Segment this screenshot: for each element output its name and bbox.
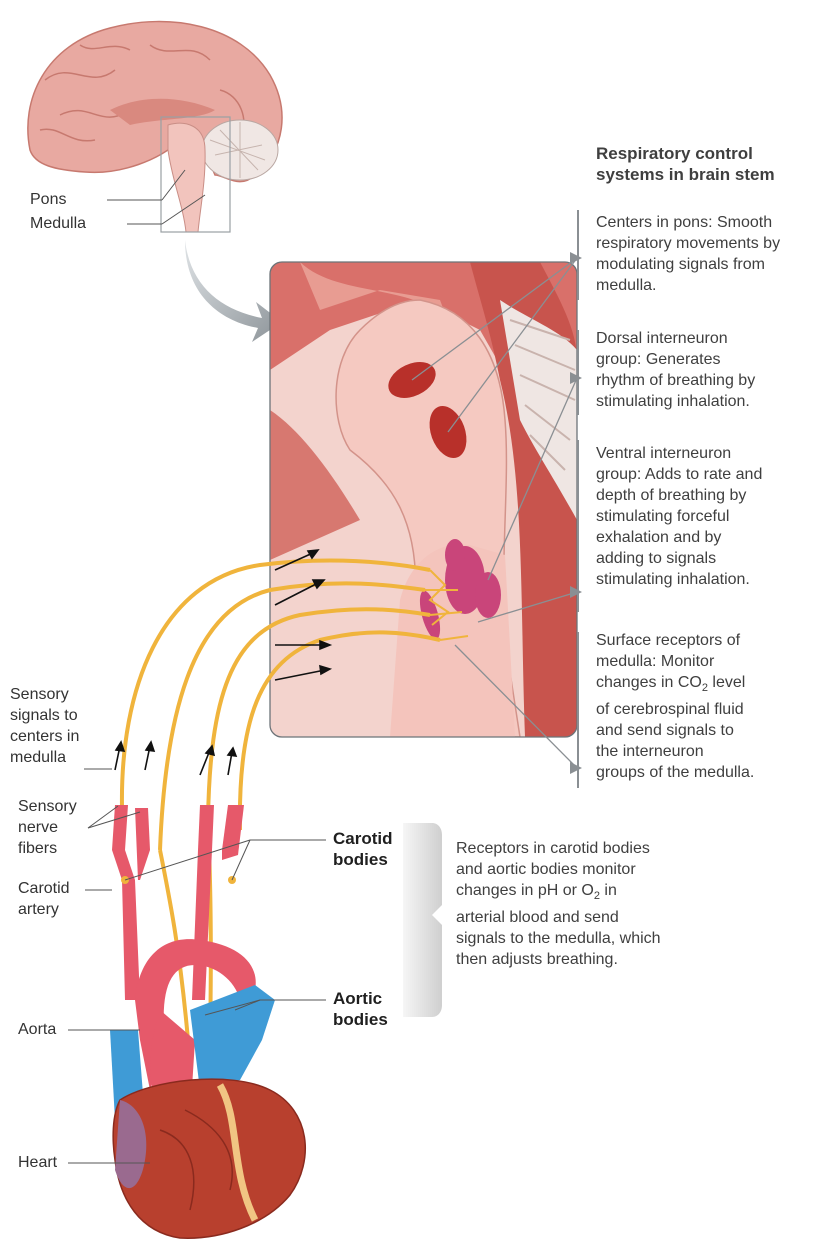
pons-centers-text: Centers in pons: Smooth respiratory move…: [596, 212, 780, 296]
label-aorta: Aorta: [18, 1019, 56, 1040]
label-medulla: Medulla: [30, 213, 86, 234]
label-carotid-bodies: Carotid bodies: [333, 828, 393, 870]
label-aortic-bodies: Aortic bodies: [333, 988, 388, 1030]
zoom-arrow: [185, 240, 282, 342]
label-sensory-nerve-fibers: Sensory nerve fibers: [18, 796, 77, 859]
panel-title: Respiratory control systems in brain ste…: [596, 143, 775, 185]
dorsal-group-text: Dorsal interneuron group: Generates rhyt…: [596, 328, 755, 412]
label-heart: Heart: [18, 1152, 57, 1173]
label-carotid-artery: Carotid artery: [18, 878, 70, 920]
receptors-note-text: Receptors in carotid bodies and aortic b…: [456, 838, 661, 970]
label-sensory-signals: Sensory signals to centers in medulla: [10, 684, 79, 768]
receptors-bracket: [403, 823, 442, 1017]
surface-receptors-text: Surface receptors of medulla: Monitor ch…: [596, 630, 754, 783]
brainstem-closeup: [270, 262, 577, 737]
label-pons: Pons: [30, 189, 66, 210]
ventral-group-text: Ventral interneuron group: Adds to rate …: [596, 443, 762, 590]
